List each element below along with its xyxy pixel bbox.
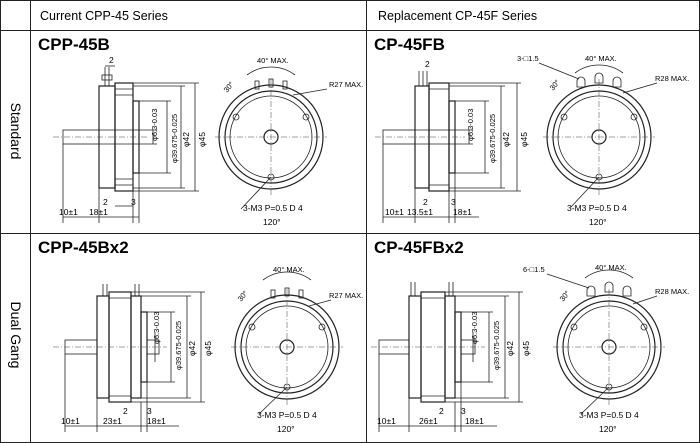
dim-shaft-dia: φ6.3-0.03 xyxy=(152,312,161,344)
dim-18: 18±1 xyxy=(465,416,484,426)
drawing-cpp-45b: φ6.3-0.03 φ39.675-0.025 φ42 φ45 2 10±1 1… xyxy=(53,55,363,227)
model-cpp-45bx2: CPP-45Bx2 xyxy=(38,238,129,257)
dim-2: 2 xyxy=(439,406,444,416)
dim-radius: R28 MAX. xyxy=(655,287,689,296)
dim-42: φ42 xyxy=(187,341,197,356)
dim-3: 3 xyxy=(451,197,456,207)
dim-radius: R27 MAX. xyxy=(329,80,363,89)
dim-42: φ42 xyxy=(501,132,511,147)
table-border-top xyxy=(0,0,700,1)
dim-2b: 2 xyxy=(423,197,428,207)
dim-3: 3 xyxy=(461,406,466,416)
bottom-dims: 10±1 23±1 18±1 2 3 xyxy=(61,354,179,432)
front-view: 40° MAX. R27 MAX. 30° 3-M3 P=0.5 D 4 120… xyxy=(231,265,363,434)
dim-42: φ42 xyxy=(181,132,191,147)
dim-pilot-dia: φ39.675-0.025 xyxy=(174,321,183,370)
side-dims: φ6.3-0.03 φ39.675-0.025 φ42 φ45 2 xyxy=(99,55,207,192)
dim-45: φ45 xyxy=(519,132,529,147)
drawing-cp-45fbx2: φ6.3-0.03 φ39.675-0.025 φ42 φ45 10±1 26±… xyxy=(371,263,689,434)
dim-angle: 40° MAX. xyxy=(585,54,617,63)
dim-3: 3 xyxy=(147,406,152,416)
side-view xyxy=(371,282,485,403)
dim-120: 120° xyxy=(263,217,281,227)
dim-45: φ45 xyxy=(521,341,531,356)
row-divider xyxy=(0,233,700,234)
dim-shaft-dia: φ6.3-0.03 xyxy=(150,109,159,141)
dim-30: 30° xyxy=(222,80,236,94)
dim-2: 2 xyxy=(123,406,128,416)
dim-shaft-dia: φ6.3-0.03 xyxy=(470,312,479,344)
dim-26: 26±1 xyxy=(419,416,438,426)
dim-120: 120° xyxy=(277,424,295,434)
dim-2b: 2 xyxy=(103,197,108,207)
dim-holes: 3-□1.5 xyxy=(517,54,539,63)
dim-23: 23±1 xyxy=(103,416,122,426)
dim-shaft-dia: φ6.3-0.03 xyxy=(466,109,475,141)
dim-pilot-dia: φ39.675-0.025 xyxy=(488,114,497,163)
drawing-cpp-45bx2: φ6.3-0.03 φ39.675-0.025 φ42 φ45 10±1 23±… xyxy=(53,265,363,434)
header-divider xyxy=(0,30,700,31)
dim-10: 10±1 xyxy=(61,416,80,426)
side-dims: φ6.3-0.03 φ39.675-0.025 φ42 φ45 xyxy=(131,291,213,403)
side-dims: φ6.3-0.03 φ39.675-0.025 φ42 φ45 2 xyxy=(415,59,529,192)
dim-3: 3 xyxy=(131,197,136,207)
drawing-cp-45fb: φ6.3-0.03 φ39.675-0.025 φ42 φ45 2 10±1 1… xyxy=(375,54,689,227)
front-view: 40° MAX. R27 MAX. 30° 3-M3 P=0.5 D 4 120… xyxy=(215,56,363,227)
side-view xyxy=(53,67,149,192)
bottom-dims: 10±1 18±1 2 3 xyxy=(59,144,140,223)
dim-30: 30° xyxy=(548,78,562,92)
row-label-dual-gang: Dual Gang xyxy=(8,301,24,369)
dim-angle: 40° MAX. xyxy=(273,265,305,274)
dim-42: φ42 xyxy=(505,341,515,356)
dim-45: φ45 xyxy=(197,132,207,147)
label-column-divider xyxy=(30,0,31,443)
dim-10: 10±1 xyxy=(59,207,78,217)
dim-120: 120° xyxy=(599,424,617,434)
front-view: 6-□1.5 40° MAX. R28 MAX. 30° 3-M3 P=0.5 … xyxy=(523,263,689,434)
dim-45: φ45 xyxy=(203,341,213,356)
model-cp-45fb: CP-45FB xyxy=(374,35,445,54)
dim-pilot-dia: φ39.675-0.025 xyxy=(492,321,501,370)
dim-screw: 3-M3 P=0.5 D 4 xyxy=(579,410,639,420)
dim-18: 18±1 xyxy=(453,207,472,217)
dim-30: 30° xyxy=(558,289,572,303)
dim-angle: 40° MAX. xyxy=(257,56,289,65)
side-dims: φ6.3-0.03 φ39.675-0.025 φ42 φ45 xyxy=(445,291,531,403)
dim-screw: 3-M3 P=0.5 D 4 xyxy=(257,410,317,420)
dim-10: 10±1 xyxy=(377,416,396,426)
model-cpp-45b: CPP-45B xyxy=(38,35,110,54)
bottom-dims: 10±1 26±1 18±1 2 3 xyxy=(377,354,497,432)
dim-radius: R28 MAX. xyxy=(655,74,689,83)
dim-screw: 3-M3 P=0.5 D 4 xyxy=(567,203,627,213)
dim-18: 18±1 xyxy=(89,207,108,217)
model-cp-45fbx2: CP-45FBx2 xyxy=(374,238,464,257)
row-label-standard: Standard xyxy=(8,102,24,160)
table-border-left xyxy=(0,0,1,443)
dim-30: 30° xyxy=(236,289,250,303)
dim-18: 18±1 xyxy=(147,416,166,426)
dim-pilot-dia: φ39.675-0.025 xyxy=(170,114,179,163)
dim-angle: 40° MAX. xyxy=(595,263,627,272)
dim-10: 10±1 xyxy=(385,207,404,217)
header-replacement-series: Replacement CP-45F Series xyxy=(378,9,538,23)
dim-screw: 3-M3 P=0.5 D 4 xyxy=(243,203,303,213)
dim-top-2: 2 xyxy=(109,55,114,65)
dim-13-5: 13.5±1 xyxy=(407,207,433,217)
dim-top-2: 2 xyxy=(425,59,430,69)
bottom-dims: 10±1 13.5±1 18±1 2 3 xyxy=(382,144,479,223)
dim-120: 120° xyxy=(589,217,607,227)
dim-radius: R27 MAX. xyxy=(329,291,363,300)
side-view xyxy=(375,71,465,192)
header-current-series: Current CPP-45 Series xyxy=(40,9,168,23)
series-column-divider xyxy=(366,0,367,443)
dim-holes: 6-□1.5 xyxy=(523,265,545,274)
front-view: 3-□1.5 40° MAX. R28 MAX. 30° 3-M3 P=0.5 … xyxy=(517,54,689,227)
side-view xyxy=(53,284,167,403)
